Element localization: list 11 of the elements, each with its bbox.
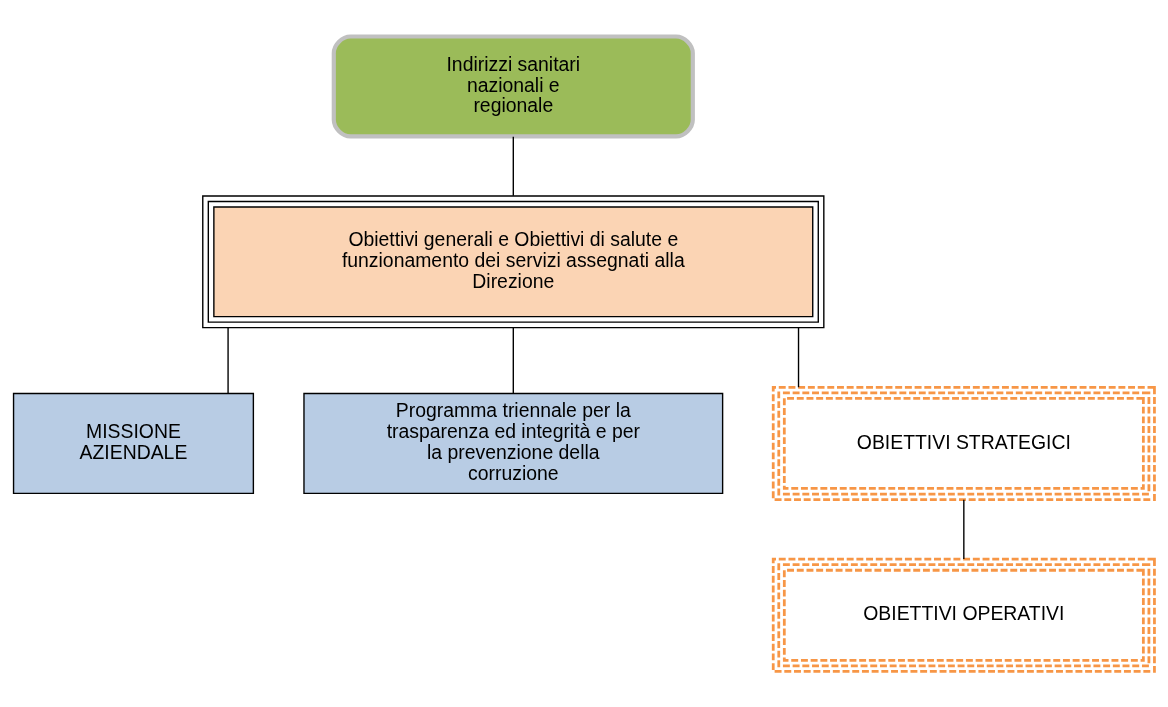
node-box: MISSIONE AZIENDALE — [12, 392, 255, 494]
connector — [227, 326, 229, 394]
connector — [512, 326, 514, 394]
node-box: Indirizzi sanitari nazionali e regionale — [331, 33, 695, 138]
connector — [797, 326, 800, 388]
node-box: Obiettivi generali e Obiettivi di salute e funzionamento dei servizi assegnati alla Direzione — [202, 194, 825, 328]
node-box: OBIETTIVI STRATEGICI — [771, 385, 1156, 501]
node-box: OBIETTIVI OPERATIVI — [771, 557, 1156, 673]
connector — [963, 498, 965, 560]
connector — [512, 135, 514, 197]
node-box: Programma triennale per la trasparenza ed integrità e per la prevenzione della corruzione — [303, 392, 724, 494]
